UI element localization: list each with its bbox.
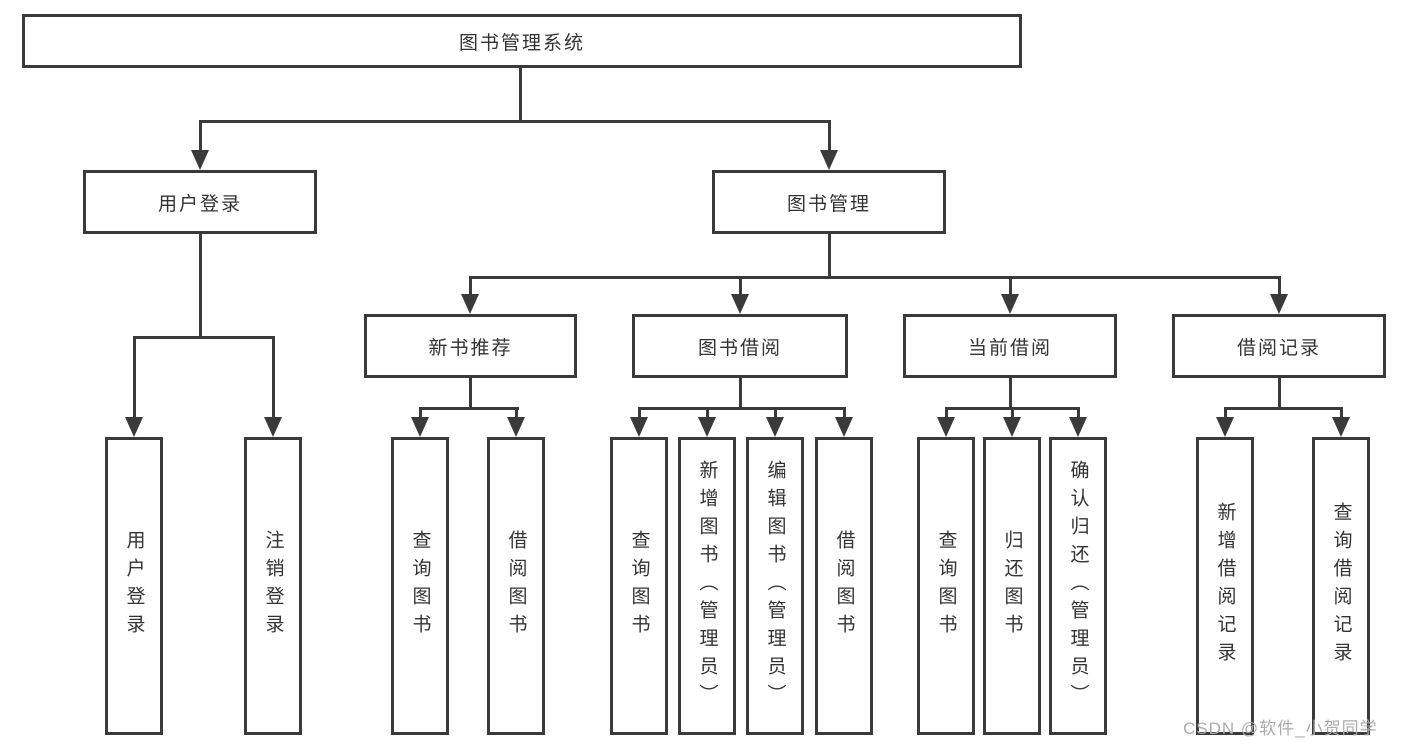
connector-level3-drop [1009,276,1012,297]
connector-leaf-drop [419,407,422,420]
arrow-down-icon [820,150,838,170]
leaf-query-books-current: 查询图书 [917,437,975,735]
connector-records-bus [1224,407,1343,410]
connector-leaf-drop [638,407,641,420]
connector-level3-drop [739,276,742,297]
leaf-borrow-books-borrowing: 借阅图书 [815,437,873,735]
node-book-borrowing: 图书借阅 [632,314,848,378]
connector-leaf-drop [706,407,709,420]
connector-leaf-drop [945,407,948,420]
arrow-down-icon [766,417,784,437]
arrow-down-icon [191,150,209,170]
connector-level3-drop [1278,276,1281,297]
connector-leaf-drop [1224,407,1227,420]
connector-leaf-drop [1077,407,1080,420]
connector-user-login-drop [199,120,202,153]
arrow-down-icon [1069,417,1087,437]
connector-leaf-drop [515,407,518,420]
connector-leaf-drop [1340,407,1343,420]
arrow-down-icon [1332,417,1350,437]
leaf-user-login: 用户登录 [105,437,163,735]
connector-root-bus [199,120,831,123]
connector-root-stem [519,66,522,122]
leaf-query-borrow-record: 查询借阅记录 [1312,437,1370,735]
arrow-down-icon [835,417,853,437]
arrow-down-icon [1216,417,1234,437]
leaf-query-books-recommend: 查询图书 [391,437,449,735]
connector-recommend-bus [419,407,519,410]
connector-borrowing-stem [739,376,742,410]
arrow-down-icon [125,417,143,437]
connector-leaf-drop [774,407,777,420]
leaf-add-borrow-record: 新增借阅记录 [1196,437,1254,735]
connector-user-login-bus [133,336,275,339]
connector-leaf-drop [843,407,846,420]
arrow-down-icon [630,417,648,437]
arrow-down-icon [698,417,716,437]
connector-leaf-drop [1011,407,1014,420]
connector-recommend-stem [469,376,472,410]
connector-borrowing-bus [638,407,846,410]
connector-current-stem [1009,376,1012,410]
arrow-down-icon [461,294,479,314]
arrow-down-icon [507,417,525,437]
connector-user-login-stem [199,232,202,339]
leaf-logout: 注销登录 [244,437,302,735]
node-new-book-recommendation: 新书推荐 [364,314,577,378]
arrow-down-icon [264,417,282,437]
connector-level3-bus [469,276,1281,279]
connector-book-mgmt-drop [828,120,831,153]
leaf-borrow-books-recommend: 借阅图书 [487,437,545,735]
connector-leaf-drop [272,336,275,419]
connector-leaf-drop [133,336,136,419]
arrow-down-icon [1003,417,1021,437]
arrow-down-icon [411,417,429,437]
arrow-down-icon [1001,294,1019,314]
leaf-return-book: 归还图书 [983,437,1041,735]
leaf-query-books-borrowing: 查询图书 [610,437,668,735]
arrow-down-icon [937,417,955,437]
csdn-watermark: CSDN @软件_小贺同学 [1183,719,1378,738]
arrow-down-icon [731,294,749,314]
connector-records-stem [1278,376,1281,410]
leaf-add-book-admin: 新增图书（管理员） [678,437,736,735]
leaf-confirm-return-admin: 确认归还（管理员） [1049,437,1107,735]
arrow-down-icon [1270,294,1288,314]
node-borrowing-records: 借阅记录 [1172,314,1386,378]
connector-level3-drop [469,276,472,297]
node-user-login: 用户登录 [83,170,317,234]
leaf-edit-book-admin: 编辑图书（管理员） [746,437,804,735]
node-book-management: 图书管理 [712,170,946,234]
connector-book-mgmt-stem [828,232,831,279]
node-current-borrowing: 当前借阅 [903,314,1117,378]
node-book-management-system: 图书管理系统 [22,14,1022,68]
